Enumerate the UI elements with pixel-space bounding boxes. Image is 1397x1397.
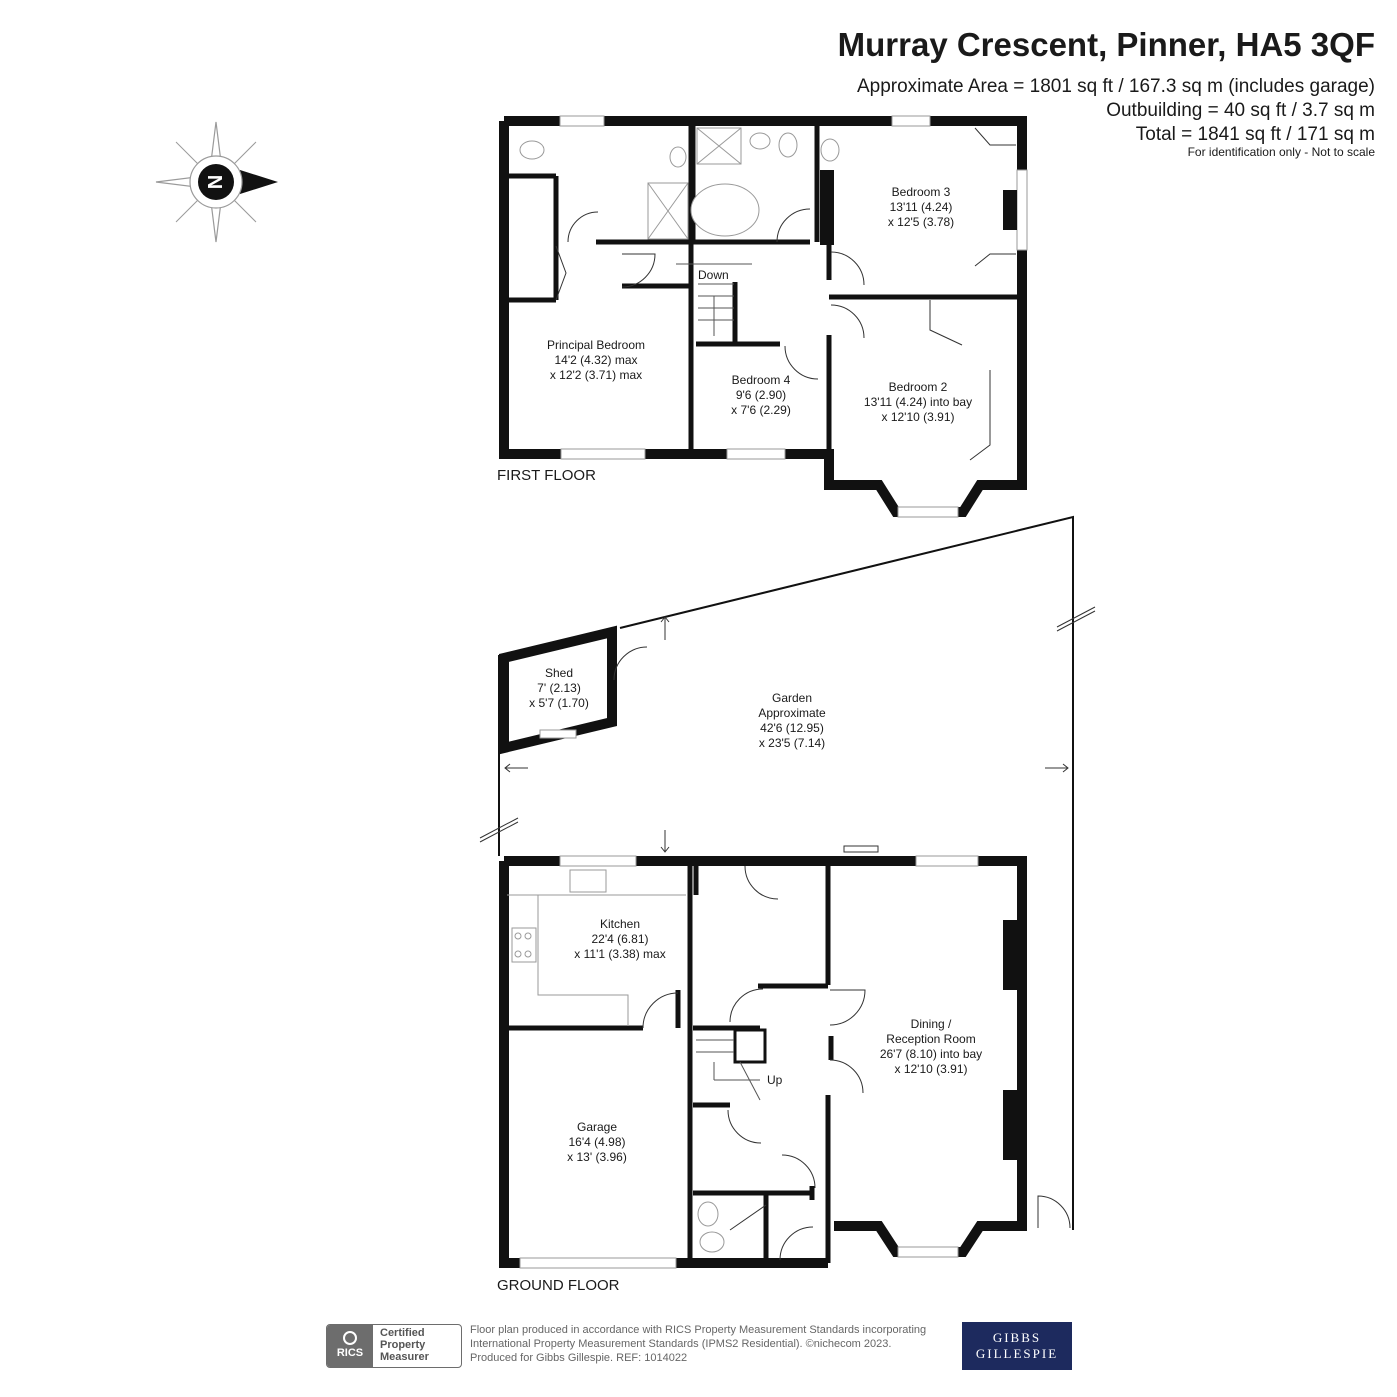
room-bedroom-3: Bedroom 3 13'11 (4.24) x 12'5 (3.78) xyxy=(888,185,954,230)
room-dimension: x 12'10 (3.91) xyxy=(894,1062,968,1076)
first-floor-stairs xyxy=(676,263,752,336)
room-dimension: 16'4 (4.98) xyxy=(568,1135,626,1149)
room-name: Bedroom 2 xyxy=(888,380,948,394)
stairs-down-label: Down xyxy=(698,268,729,282)
room-dimension: x 12'2 (3.71) max xyxy=(549,368,643,382)
rics-crest-icon xyxy=(343,1331,357,1345)
room-name: Bedroom 3 xyxy=(891,185,951,199)
room-name: Kitchen xyxy=(599,917,641,931)
room-name: Principal Bedroom xyxy=(546,338,646,352)
room-dimension: x 5'7 (1.70) xyxy=(529,696,589,710)
rics-line: Measurer xyxy=(380,1351,429,1363)
first-floor-label: FIRST FLOOR xyxy=(497,467,596,484)
rics-certified-badge: RICS Certified Property Measurer xyxy=(326,1324,462,1368)
room-dimension: x 13' (3.96) xyxy=(567,1150,627,1164)
kitchen-worktop xyxy=(507,869,725,1253)
footer-line: Produced for Gibbs Gillespie. REF: 10140… xyxy=(470,1352,688,1364)
property-title: Murray Crescent, Pinner, HA5 3QF xyxy=(837,26,1375,63)
compass-rose-icon: N xyxy=(155,121,278,243)
ground-floor-windows xyxy=(519,855,979,1269)
room-dimension: 22'4 (6.81) xyxy=(591,932,649,946)
garden-markers xyxy=(479,606,1096,853)
room-dimension: x 12'10 (3.91) xyxy=(881,410,955,424)
first-floor-windows xyxy=(559,115,1028,518)
room-principal-bedroom: Principal Bedroom 14'2 (4.32) max x 12'2… xyxy=(547,338,645,383)
ground-floor-stairs xyxy=(696,1039,761,1101)
room-dimension: 7' (2.13) xyxy=(537,681,581,695)
gibbs-gillespie-logo: GIBBS GILLESPIE xyxy=(962,1322,1072,1370)
room-dimension: 42'6 (12.95) xyxy=(760,721,824,735)
ground-floor-chimney xyxy=(733,920,1019,1160)
room-dimension: 9'6 (2.90) xyxy=(735,388,787,402)
ground-floor-label: GROUND FLOOR xyxy=(497,1277,620,1294)
first-floor-chimney xyxy=(820,170,1017,245)
total-area: Total = 1841 sq ft / 171 sq m xyxy=(1135,124,1375,145)
brand-line: GIBBS xyxy=(992,1330,1042,1345)
room-name: Dining / xyxy=(910,1017,952,1031)
brand-line: GILLESPIE xyxy=(975,1346,1059,1361)
room-qualifier: Approximate xyxy=(758,706,826,720)
room-name: Garage xyxy=(576,1120,618,1134)
room-dimension: x 11'1 (3.38) max xyxy=(574,947,666,961)
rics-line: Certified xyxy=(380,1327,425,1339)
ground-floor-inner-walls xyxy=(507,866,834,1263)
outbuilding-area: Outbuilding = 40 sq ft / 3.7 sq m xyxy=(1106,100,1375,121)
ground-floor-doors xyxy=(642,845,1071,1261)
first-floor-walls xyxy=(499,116,1027,517)
room-name: Garden xyxy=(771,691,813,705)
first-floor-fixtures xyxy=(519,127,840,240)
room-kitchen: Kitchen 22'4 (6.81) x 11'1 (3.38) max xyxy=(574,917,665,962)
rics-logo: RICS xyxy=(327,1325,373,1367)
first-floor-doors xyxy=(555,127,1016,461)
room-garden: Garden Approximate 42'6 (12.95) x 23'5 (… xyxy=(758,691,825,751)
stairs-up-label: Up xyxy=(767,1073,783,1087)
compass-north-letter: N xyxy=(203,175,225,189)
room-shed: Shed 7' (2.13) x 5'7 (1.70) xyxy=(529,666,589,711)
approximate-area: Approximate Area = 1801 sq ft / 167.3 sq… xyxy=(856,76,1375,97)
room-dimension: 13'11 (4.24) into bay xyxy=(863,395,973,409)
first-floor-inner-walls xyxy=(507,121,1020,454)
room-garage: Garage 16'4 (4.98) x 13' (3.96) xyxy=(567,1120,627,1165)
footer-line: Floor plan produced in accordance with R… xyxy=(470,1324,927,1336)
rics-logo-text: RICS xyxy=(336,1347,364,1359)
room-bedroom-2: Bedroom 2 13'11 (4.24) into bay x 12'10 … xyxy=(864,380,972,425)
rics-certification-text: Certified Property Measurer xyxy=(380,1327,429,1363)
room-name: Bedroom 4 xyxy=(731,373,791,387)
footer-line: International Property Measurement Stand… xyxy=(470,1338,892,1350)
room-dimension: 26'7 (8.10) into bay xyxy=(879,1047,983,1061)
disclaimer: For identification only - Not to scale xyxy=(1187,145,1375,159)
room-bedroom-4: Bedroom 4 9'6 (2.90) x 7'6 (2.29) xyxy=(731,373,791,418)
room-dimension: 13'11 (4.24) xyxy=(889,200,953,214)
room-dimension: x 23'5 (7.14) xyxy=(758,736,826,750)
footer-statement: Floor plan produced in accordance with R… xyxy=(470,1323,926,1365)
room-name: Reception Room xyxy=(886,1032,976,1046)
room-name: Shed xyxy=(544,666,574,680)
room-dimension: x 12'5 (3.78) xyxy=(887,215,955,229)
room-dimension: x 7'6 (2.29) xyxy=(731,403,791,417)
room-dimension: 14'2 (4.32) max xyxy=(554,353,638,367)
rics-line: Property xyxy=(380,1339,426,1351)
shed-walls xyxy=(499,625,617,755)
room-dining-reception: Dining / Reception Room 26'7 (8.10) into… xyxy=(880,1017,982,1077)
